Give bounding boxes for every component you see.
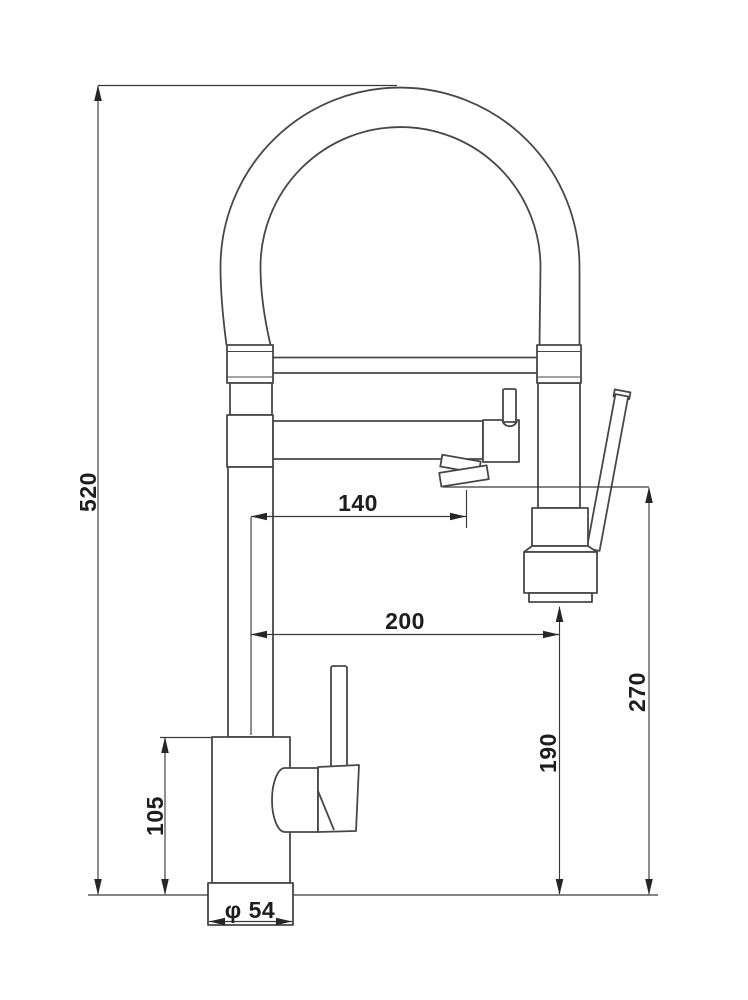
- dim-54-label: φ 54: [225, 897, 275, 923]
- mixer-handle-block-edge: [317, 790, 335, 831]
- faucet-object: [207, 86, 632, 926]
- dim-520-label: 520: [75, 472, 101, 512]
- arrowhead-left-icon: [209, 917, 225, 926]
- arrowhead-down-icon: [555, 879, 564, 895]
- spout-valve-handle: [502, 388, 517, 423]
- aerator-tip: [438, 464, 490, 488]
- arrowhead-down-icon: [94, 879, 102, 895]
- dimension-annotations: 520 105 140 200: [75, 84, 658, 926]
- arrowhead-up-icon: [645, 487, 653, 503]
- spray-lever: [585, 393, 630, 552]
- dim-270-label: 270: [624, 672, 650, 712]
- dim-spout-reach: 140: [250, 490, 468, 735]
- spout-junction-block: [226, 414, 274, 468]
- dim-105-label: 105: [142, 796, 168, 836]
- spout-valve-block: [482, 419, 520, 463]
- mixer-handle-bulge: [271, 767, 319, 833]
- dim-body-height: 105: [142, 736, 212, 895]
- arrowhead-up-icon: [94, 85, 102, 101]
- dim-140-label: 140: [338, 490, 378, 516]
- spray-head-lower: [523, 551, 598, 594]
- spout-arm: [272, 420, 484, 460]
- dim-200-label: 200: [385, 608, 425, 634]
- arrowhead-left-icon: [251, 630, 267, 639]
- mixer-handle-stick: [330, 665, 348, 771]
- dim-base-diameter: φ 54: [209, 897, 292, 926]
- spray-head-upper: [531, 507, 589, 547]
- arrowhead-up-icon: [161, 737, 169, 753]
- dim-spray-reach: 200: [251, 608, 559, 639]
- gooseneck-tube-inner: [259, 126, 542, 346]
- spout-valve-handle-socket: [501, 420, 518, 428]
- arrowhead-up-icon: [555, 606, 564, 622]
- arrowhead-down-icon: [161, 879, 169, 895]
- arrowhead-down-icon: [645, 879, 653, 895]
- arrowhead-right-icon: [543, 630, 559, 639]
- arrowhead-right-icon: [450, 512, 466, 521]
- dim-spout-outlet-height: 270: [443, 486, 653, 895]
- left-riser-mid-section: [229, 382, 273, 416]
- dim-190-label: 190: [535, 733, 561, 773]
- base-flange: [207, 882, 294, 926]
- right-riser-pipe: [537, 382, 581, 509]
- dim-overall-height: 520: [75, 84, 397, 895]
- arrowhead-left-icon: [251, 512, 267, 521]
- dim-spray-head-height: 190: [535, 606, 564, 895]
- mixer-handle-block: [317, 764, 360, 833]
- spray-head-nozzle-lip: [528, 592, 593, 603]
- gooseneck-tube-outer: [219, 86, 581, 346]
- arrowhead-right-icon: [276, 917, 292, 926]
